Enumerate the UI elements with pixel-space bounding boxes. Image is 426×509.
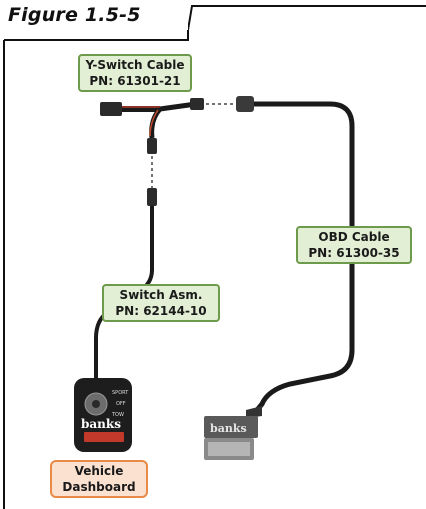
y-switch-down-connector xyxy=(147,138,157,154)
switch-unit-logo: banks xyxy=(81,417,121,431)
switch-unit xyxy=(74,378,132,452)
vehicle-line1: Vehicle xyxy=(74,464,124,478)
switch-asm-label: Switch Asm. PN: 62144-10 xyxy=(102,284,220,322)
y-switch-harness xyxy=(100,98,204,154)
obd-label: OBD Cable PN: 61300-35 xyxy=(296,226,412,264)
switch-position-sport: SPORT xyxy=(112,390,129,396)
obd-connector-logo: banks xyxy=(210,422,247,435)
vehicle-dashboard-label: Vehicle Dashboard xyxy=(50,460,148,498)
switch-position-tow: TOW xyxy=(111,412,124,418)
switch-asm-pn: PN: 62144-10 xyxy=(115,304,207,318)
y-switch-left-connector xyxy=(100,102,122,116)
obd-name: OBD Cable xyxy=(318,230,390,244)
y-switch-right-connector xyxy=(190,98,204,110)
figure-tab: Figure 1.5-5 xyxy=(0,0,188,30)
switch-asm-name: Switch Asm. xyxy=(119,288,203,302)
obd-cable-top-connector xyxy=(236,96,254,112)
switch-position-off: OFF xyxy=(116,401,126,407)
obd-pn: PN: 61300-35 xyxy=(308,246,400,260)
figure-title: Figure 1.5-5 xyxy=(8,4,141,26)
switch-cable-top-connector xyxy=(147,188,157,206)
obd-connector xyxy=(204,406,262,460)
figure-frame xyxy=(4,5,426,41)
vehicle-line2: Dashboard xyxy=(62,480,136,494)
obd-cable xyxy=(249,101,355,419)
y-switch-pn: PN: 61301-21 xyxy=(89,74,181,88)
y-switch-label: Y-Switch Cable PN: 61301-21 xyxy=(78,54,192,92)
y-switch-name: Y-Switch Cable xyxy=(85,58,185,72)
